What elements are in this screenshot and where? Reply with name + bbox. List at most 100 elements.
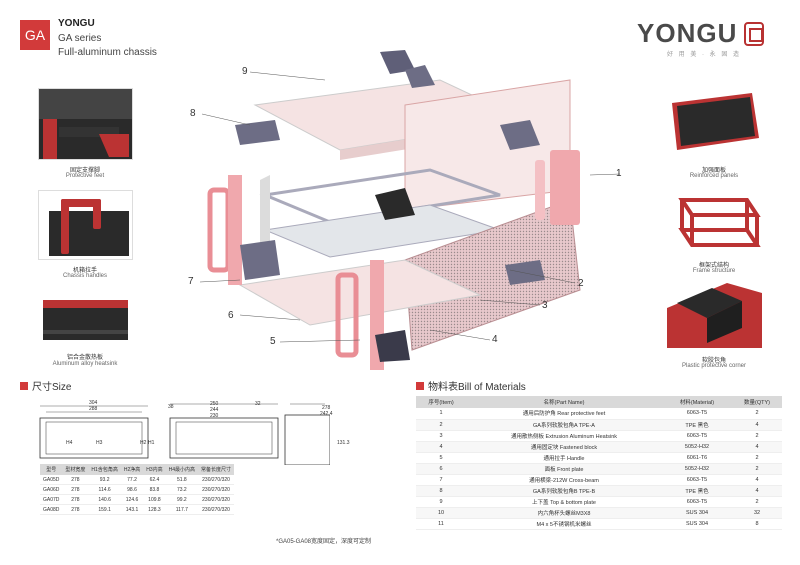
table-cell: 62.4	[143, 475, 166, 485]
callout-2: 2	[578, 278, 584, 289]
table-cell: 5052-H32	[662, 441, 732, 453]
dim-h3: H3	[96, 440, 103, 446]
handle-left	[207, 187, 231, 273]
rear-plate	[550, 150, 580, 225]
size-drawings	[39, 403, 330, 465]
size-col-h2: H2净高	[120, 464, 144, 475]
brand-name: YONGU	[58, 18, 95, 29]
callout-7: 7	[188, 276, 194, 287]
rubber-corner-left-bottom	[240, 240, 280, 280]
table-cell: 9	[416, 496, 466, 508]
table-cell: 230/270/320	[198, 475, 235, 485]
table-cell: 通用散热侧板 Extrusion Aluminum Heatsink	[466, 430, 662, 442]
table-cell: 通用固定块 Fastened block	[466, 441, 662, 453]
table-cell: 通用拉手 Handle	[466, 452, 662, 464]
table-cell: 6063-T5	[662, 430, 732, 442]
dim-h2: H2	[140, 440, 147, 446]
handle-right	[335, 272, 359, 358]
table-cell: 278	[62, 484, 89, 495]
heatsink-side-plate	[404, 199, 581, 351]
table-cell: 117.7	[165, 504, 199, 515]
callout-9: 9	[242, 66, 248, 77]
label-protective-corner-en: Plastic protective corner	[681, 363, 747, 369]
series-name: GA series	[58, 33, 102, 44]
table-cell: 上下盖 Top & bottom plate	[466, 496, 662, 508]
table-cell: 6063-T5	[662, 474, 732, 486]
dim-h4: H4	[66, 440, 73, 446]
table-cell: 77.2	[120, 475, 144, 485]
dim-front-total: 304	[89, 400, 98, 406]
size-col-length: 常备长度尺寸	[198, 464, 235, 475]
table-cell: 159.1	[88, 504, 121, 515]
callout-1: 1	[616, 168, 622, 179]
table-cell: 230/270/320	[198, 504, 235, 515]
table-cell: 10	[416, 507, 466, 519]
table-cell: 内六角杯头螺丝M3X8	[466, 507, 662, 519]
logo-seal-icon	[744, 22, 764, 46]
front-plate-left	[228, 175, 242, 285]
size-section-title: 尺寸Size	[32, 382, 72, 393]
size-col-h3: H3内高	[143, 464, 166, 475]
dim-top-a: 278	[322, 405, 331, 411]
bom-col-qty: 数量(QTY)	[732, 396, 782, 408]
label-chassis-handles-cn: 机箱拉手	[72, 268, 97, 274]
table-cell: 5	[416, 452, 466, 464]
rubber-corner-center	[375, 188, 415, 220]
logo-tagline: 好 用 美 · 永 固 造	[667, 52, 742, 58]
table-cell: 4	[732, 419, 782, 431]
table-cell: 124.6	[120, 494, 144, 505]
rubber-corner-bottom	[375, 330, 410, 362]
table-cell: GA系列软胶包角A TPE-A	[466, 419, 662, 431]
table-cell: 5052-H32	[662, 463, 732, 475]
label-chassis-handles-en: Chassis handles	[62, 273, 108, 279]
table-cell: 83.8	[143, 484, 166, 495]
rubber-corner-right-bottom	[505, 260, 545, 285]
table-cell: 6	[416, 463, 466, 475]
size-note: *GA05-GA08宽度固定，深度可定制	[276, 539, 372, 545]
photo-frame-structure	[667, 190, 762, 250]
table-cell: TPE 黑色	[662, 485, 732, 497]
photo-protective-corner	[667, 283, 762, 348]
label-protective-feet-en: Protective feet	[65, 173, 105, 179]
table-cell: 230/270/320	[198, 484, 235, 495]
table-cell: 2	[732, 496, 782, 508]
table-cell: 143.1	[120, 504, 144, 515]
table-cell: TPE 黑色	[662, 419, 732, 431]
dim-front-inner: 288	[89, 406, 98, 412]
table-cell: 4	[416, 441, 466, 453]
bom-section-title: 物料表Bill of Materials	[428, 382, 526, 393]
table-cell: 3	[416, 430, 466, 442]
section-mark-icon	[20, 381, 28, 390]
photo-protective-feet	[38, 88, 133, 160]
table-cell: 230/270/320	[198, 494, 235, 505]
table-cell: 8	[416, 485, 466, 497]
callout-3: 3	[542, 300, 548, 311]
table-cell: GA08D	[40, 504, 63, 515]
dim-side-c: 230	[210, 413, 219, 419]
rubber-corner-top-right	[380, 50, 415, 74]
table-cell: 109.8	[143, 494, 166, 505]
rubber-corner-mid	[500, 120, 540, 150]
table-cell: 2	[732, 463, 782, 475]
bom-table-header: 序号(Item) 名称(Part Name) 材料(Material) 数量(Q…	[416, 396, 782, 408]
bom-col-material: 材料(Material)	[662, 396, 732, 408]
table-cell: SUS 304	[662, 518, 732, 530]
table-cell: 8	[732, 518, 782, 530]
size-col-width: 型材宽度	[62, 464, 89, 475]
photo-chassis-handles	[38, 190, 133, 260]
size-table-header: 型号 型材宽度 H1含包角高 H2净高 H3内高 H4最小内高 常备长度尺寸	[40, 464, 235, 475]
rubber-corner-top-left	[235, 120, 280, 145]
bom-col-item: 序号(Item)	[416, 396, 466, 408]
callout-4: 4	[492, 334, 498, 345]
table-cell: 7	[416, 474, 466, 486]
table-cell: GA07D	[40, 494, 63, 505]
